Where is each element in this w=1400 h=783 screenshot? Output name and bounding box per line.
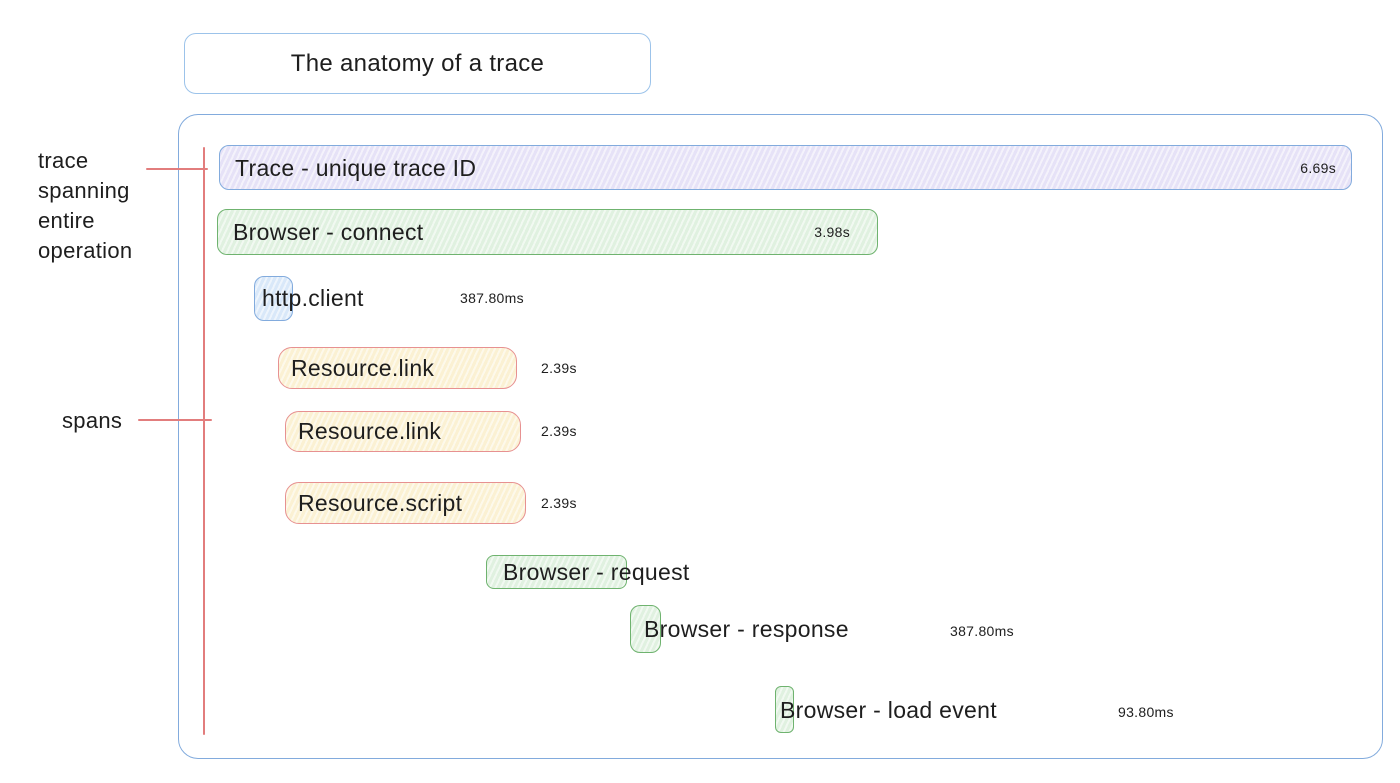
span-resource-link-box xyxy=(285,411,521,452)
span-duration: 2.39s xyxy=(541,360,577,376)
span-label: Browser - load event xyxy=(780,697,997,723)
span-label: Resource.link xyxy=(298,418,442,444)
span-browser-load-event-box xyxy=(775,686,794,733)
annotation-line-1: trace xyxy=(38,148,89,173)
trace-bar-duration: 6.69s xyxy=(1300,159,1336,176)
span-resource-link-box xyxy=(278,347,517,389)
annotation-line-3: entire xyxy=(38,208,95,233)
span-label: Browser - connect xyxy=(233,219,424,245)
annotation-line-2: spanning xyxy=(38,178,130,203)
annotation-trace-spanning: trace spanning entire operation xyxy=(38,146,188,266)
span-label: http.client xyxy=(262,285,364,311)
span-duration: 387.80ms xyxy=(460,290,524,306)
spans-annotation-connector-line xyxy=(138,419,212,421)
diagram-title-box: The anatomy of a trace xyxy=(184,33,651,94)
annotation-spans: spans xyxy=(62,408,123,433)
span-browser-request-box xyxy=(486,555,627,589)
spans-vertical-line xyxy=(203,147,205,735)
trace-container-frame xyxy=(178,114,1383,759)
span-duration: 3.98s xyxy=(814,224,850,240)
span-label: Browser - response xyxy=(644,616,849,642)
span-label: Browser - request xyxy=(503,559,690,585)
span-duration: 2.39s xyxy=(541,423,577,439)
trace-bar: Trace - unique trace ID 6.69s xyxy=(219,145,1352,190)
trace-bar-label: Trace - unique trace ID xyxy=(235,154,477,181)
span-label: Resource.link xyxy=(291,355,435,381)
span-resource-script-box xyxy=(285,482,526,524)
span-browser-connect: Browser - connect 3.98s xyxy=(217,209,878,255)
trace-annotation-connector-line xyxy=(146,168,208,170)
span-browser-response-box xyxy=(630,605,661,653)
span-http-client-box xyxy=(254,276,293,321)
annotation-line-4: operation xyxy=(38,238,133,263)
span-duration: 93.80ms xyxy=(1118,704,1174,720)
span-duration: 387.80ms xyxy=(950,623,1014,639)
span-label: Resource.script xyxy=(298,490,463,516)
diagram-title: The anatomy of a trace xyxy=(290,49,545,77)
span-duration: 2.39s xyxy=(541,495,577,511)
